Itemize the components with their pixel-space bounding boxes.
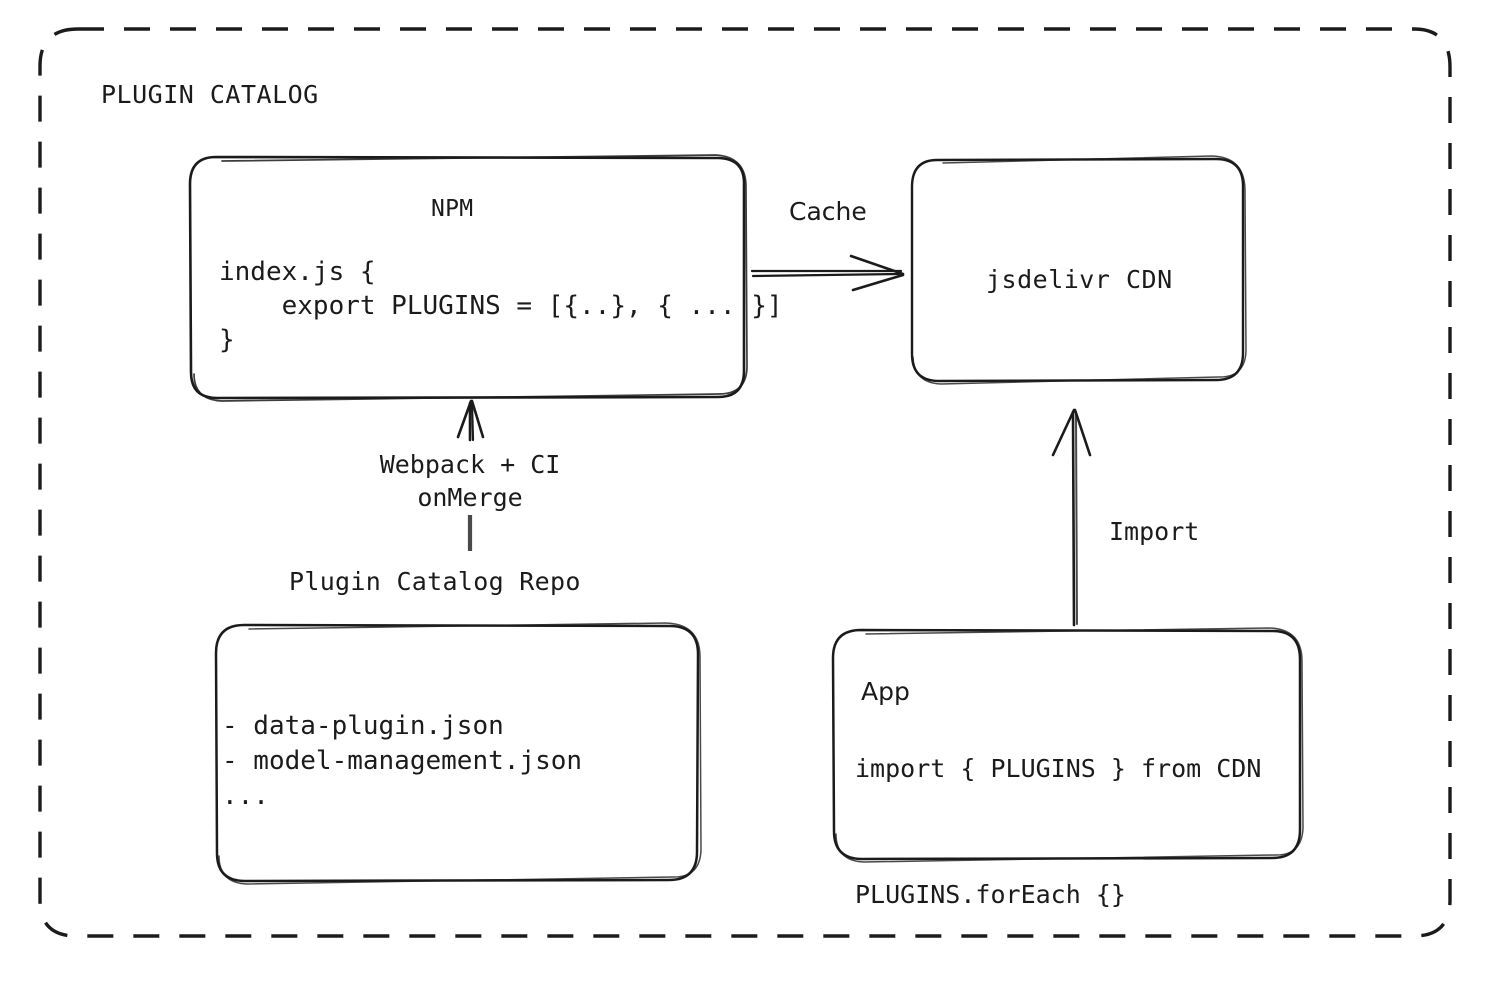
import-edge-label: Import [1109,517,1200,546]
group-title: PLUGIN CATALOG [101,80,319,109]
cdn-node-title: jsdelivr CDN [986,265,1173,294]
repo-node-border [214,622,702,885]
cache-edge-label: Cache [789,197,867,226]
cache-arrow [750,254,905,292]
npm-node-border [188,154,748,402]
repo-node-items: - data-plugin.json - model-management.js… [222,711,583,811]
cdn-node-border [910,155,1247,385]
repo-node-caption: Plugin Catalog Repo [289,567,581,596]
app-node-title: App [861,677,910,706]
build-edge-label: Webpack + CI onMerge [379,450,561,512]
plugin-catalog-group-border [38,27,1452,938]
build-arrow [456,399,485,551]
app-node-code: import { PLUGINS } from CDN PLUGINS.forE… [855,754,1262,909]
import-arrow [1051,408,1092,627]
npm-node-code: index.js { export PLUGINS = [{..}, { ...… [219,257,783,355]
npm-node-title: NPM [431,196,474,222]
app-node-border [831,627,1304,863]
